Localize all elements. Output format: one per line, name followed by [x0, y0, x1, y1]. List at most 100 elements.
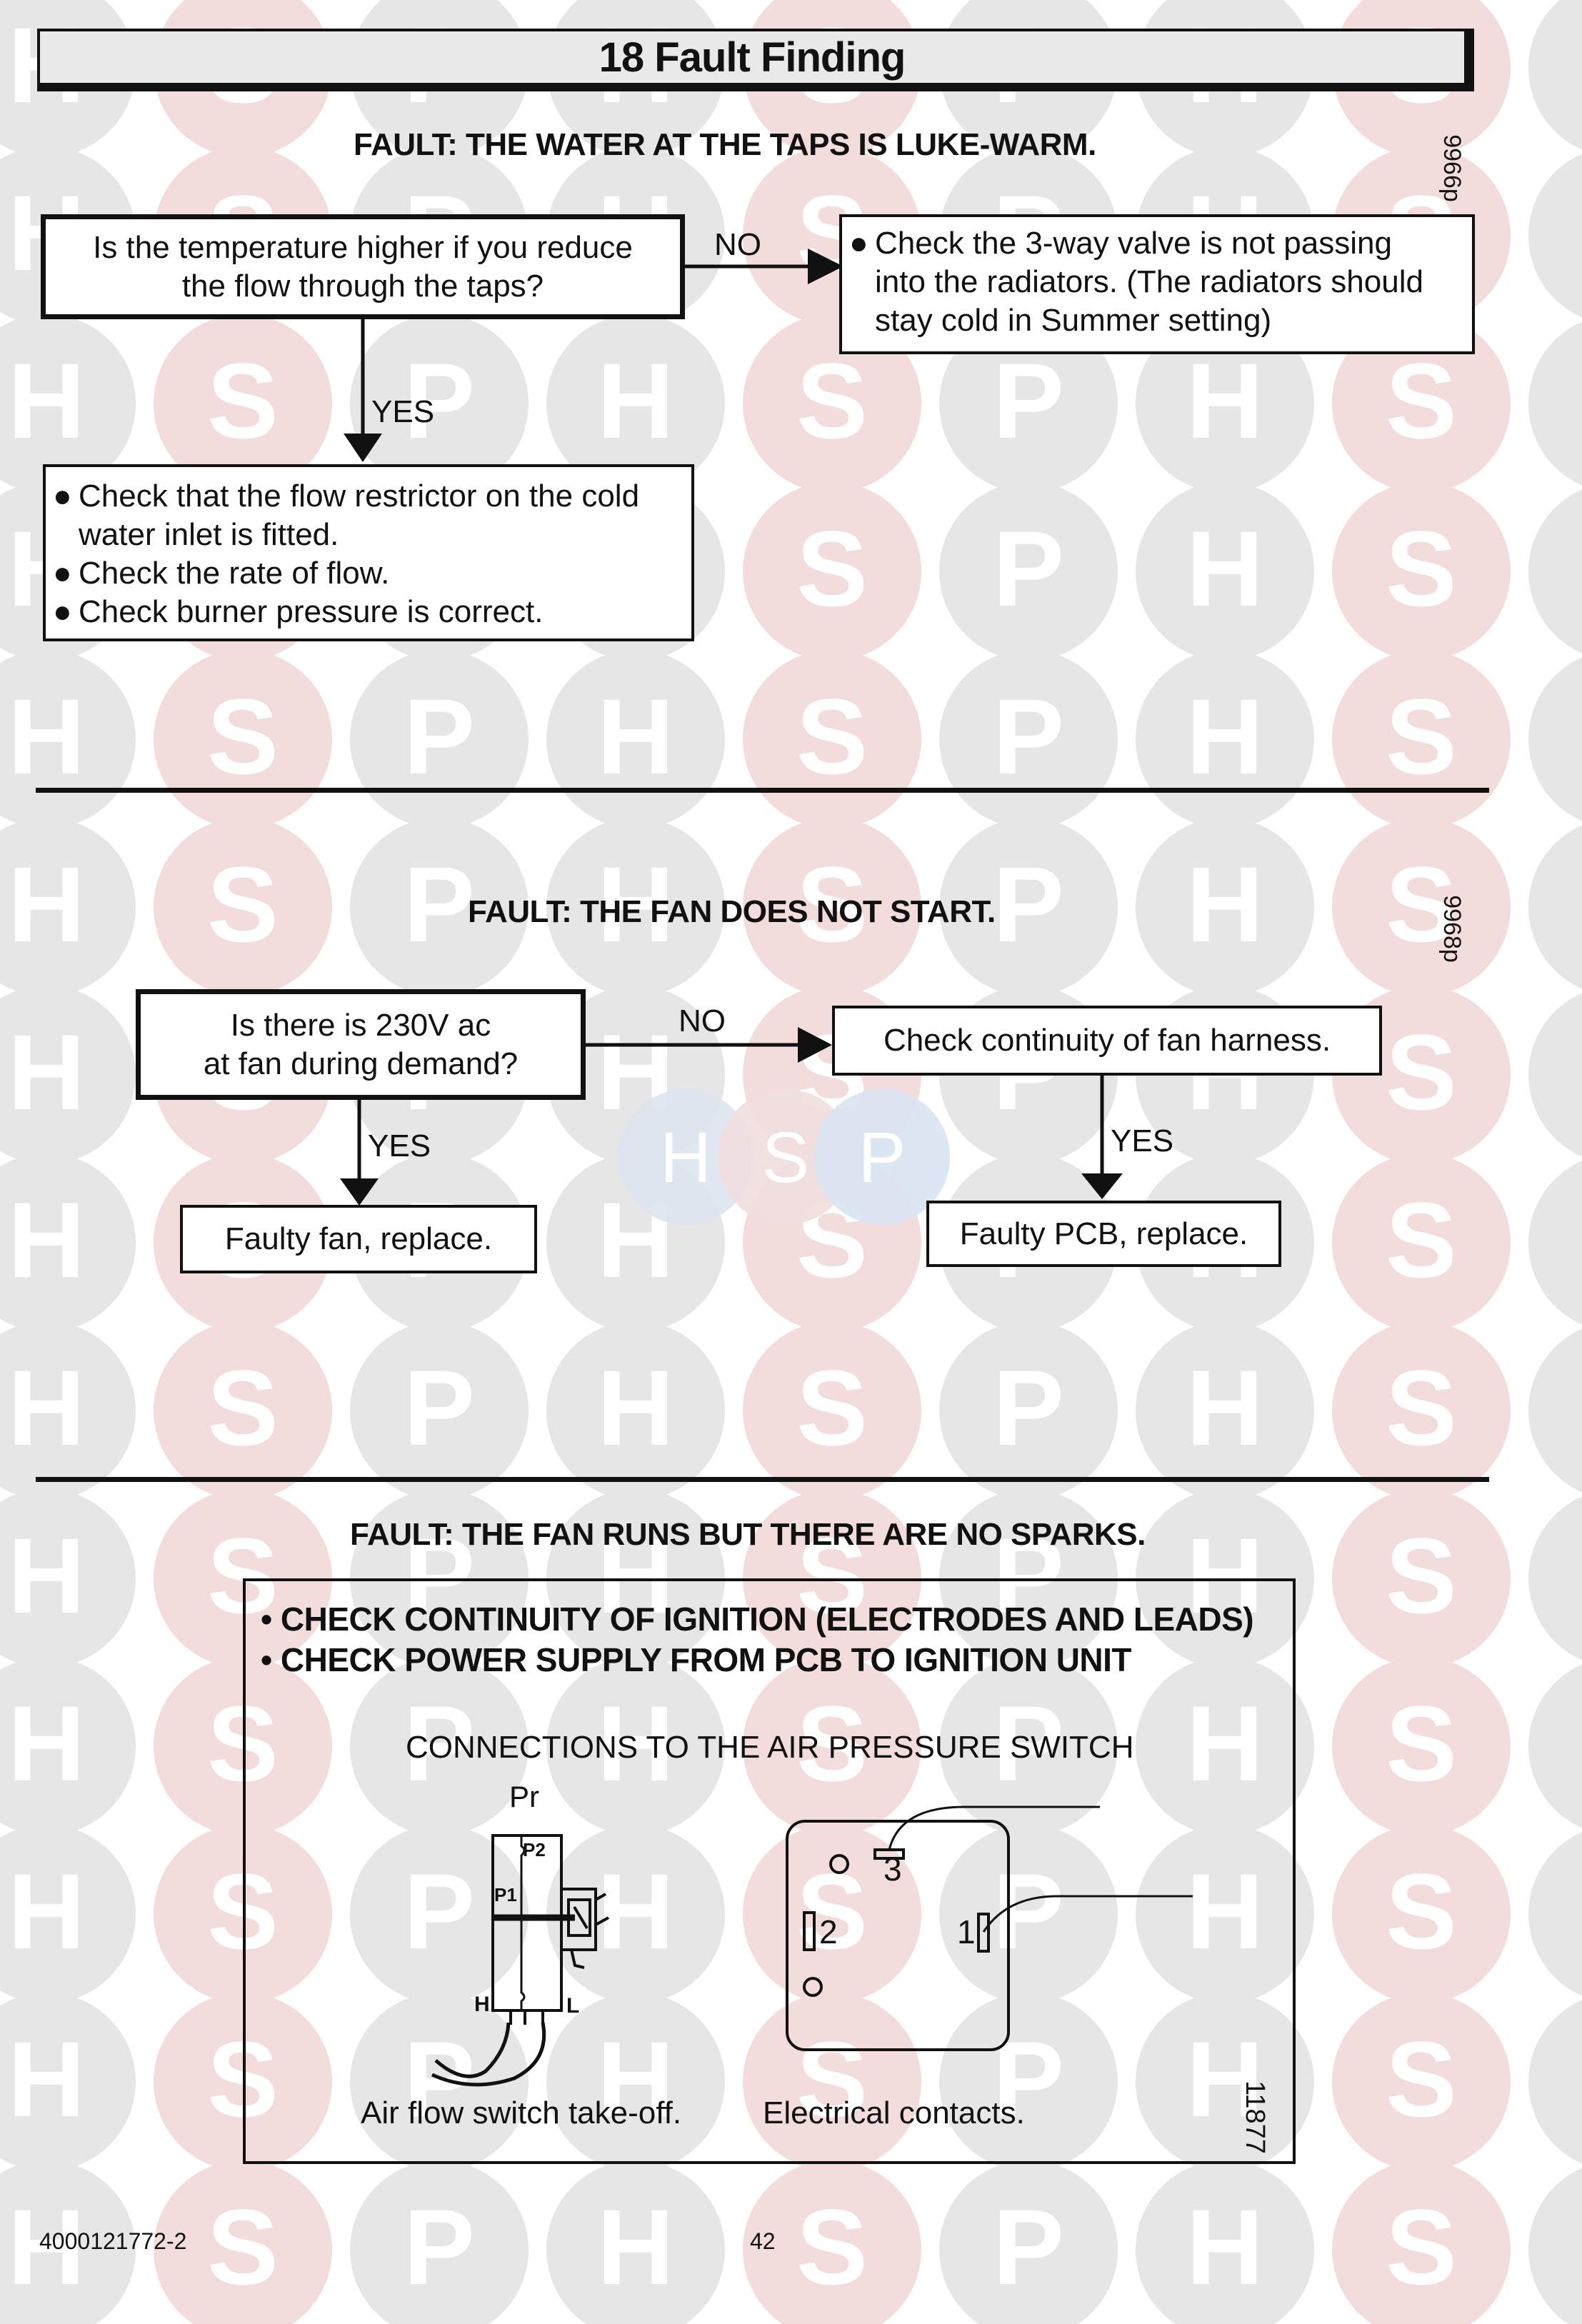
watermark-circle [154, 314, 332, 493]
watermark-letter: S [1386, 2019, 1457, 2139]
watermark-circle [546, 1825, 725, 2003]
watermark-letter: H [597, 2187, 674, 2307]
watermark-letter: S [1386, 676, 1457, 796]
watermark-circle [546, 650, 725, 828]
section1-yes-action1-line1: Check that the flow restrictor on the co… [79, 479, 640, 514]
watermark-circle [1528, 1832, 1582, 1996]
section2-question-line1: Is there is 230V ac [230, 1007, 491, 1043]
watermark-circle [1528, 489, 1582, 653]
watermark-letter: S [1386, 1516, 1457, 1636]
section3-box [243, 1578, 1296, 2164]
watermark-circle [1332, 1825, 1511, 2003]
watermark-circle [1528, 657, 1582, 821]
watermark-letter: S [1386, 1348, 1457, 1468]
watermark-letter: H [8, 341, 85, 461]
watermark-circle [350, 1825, 529, 2003]
watermark-letter: P [993, 2187, 1064, 2307]
watermark-circle [0, 1489, 136, 1668]
bullet: ● [849, 226, 868, 261]
watermark-letter: H [597, 1683, 674, 1803]
watermark-circle [0, 314, 136, 493]
section1-no-label: NO [714, 227, 761, 262]
watermark-letter: H [8, 676, 85, 796]
watermark-circle [1332, 818, 1511, 996]
watermark-circle [1136, 1993, 1314, 2171]
watermark-letter: H [8, 1683, 85, 1803]
watermark-letter: H [597, 844, 674, 964]
label-p2: P2 [523, 1839, 546, 1860]
section1-question-box: Is the temperature higher if you reduce … [41, 214, 685, 319]
section1-question-line1: Is the temperature higher if you reduce [93, 229, 633, 265]
watermark-letter: S [796, 509, 868, 628]
watermark-letter: S [207, 844, 279, 964]
watermark-letter: S [796, 2187, 868, 2307]
caption-air-flow-switch: Air flow switch take-off. [361, 2095, 682, 2130]
watermark-circle [154, 2160, 332, 2324]
watermark-letter: H [1186, 1516, 1263, 1636]
section1-question-line2: the flow through the taps? [181, 268, 544, 304]
watermark-letter: H [1186, 2187, 1263, 2307]
section2-question-line2: at fan during demand? [203, 1046, 519, 1081]
watermark-circle [0, 650, 136, 828]
watermark-circle [1136, 314, 1314, 493]
watermark-circle [939, 314, 1118, 493]
section2-pcb-yes-label: YES [1111, 1123, 1174, 1158]
watermark-letter: H [597, 1851, 674, 1971]
watermark-letter: S [796, 844, 868, 964]
watermark-circle [1528, 2168, 1582, 2324]
section2-heading: FAULT: THE FAN DOES NOT START. [468, 894, 996, 929]
watermark-circle [1528, 1664, 1582, 1828]
watermark-circle [546, 1993, 725, 2171]
watermark-letter: P [404, 1516, 475, 1636]
section1-yes-action1-line2: water inlet is fitted. [79, 517, 339, 552]
section2-pcb-action-box: Faulty PCB, replace. [926, 1201, 1281, 1267]
page-number: 42 [750, 2228, 776, 2254]
watermark-letter: S [796, 676, 868, 796]
watermark-logo-letter: H [660, 1118, 711, 1198]
watermark-circle [1528, 1496, 1582, 1661]
watermark-circle [350, 818, 529, 996]
watermark-circle [939, 1825, 1118, 2003]
caption-electrical-contacts: Electrical contacts. [763, 2095, 1025, 2130]
label-h: H [474, 1993, 490, 2016]
section1-yes-action3: Check burner pressure is correct. [79, 594, 544, 629]
watermark-circle [1332, 1321, 1511, 1500]
watermark-circle [939, 482, 1118, 661]
watermark-circle [1136, 2160, 1314, 2324]
watermark-letter: H [1186, 1348, 1263, 1468]
label-l: L [566, 1994, 580, 2018]
watermark-letter: P [404, 2187, 475, 2307]
watermark-letter: S [207, 676, 279, 796]
watermark-circle [939, 818, 1118, 996]
watermark-circle [1528, 2000, 1582, 2164]
watermark-letter: P [404, 1683, 475, 1803]
watermark-logo-letter: S [762, 1118, 810, 1198]
watermark-circle [154, 650, 332, 828]
watermark-logo-letter: P [858, 1118, 906, 1198]
watermark-letter: H [597, 2019, 674, 2139]
watermark-circle [939, 650, 1118, 828]
watermark-letter: H [1186, 676, 1263, 796]
section3-check1: • CHECK CONTINUITY OF IGNITION (ELECTROD… [261, 1601, 1254, 1638]
watermark-circle [743, 650, 921, 828]
watermark-circle [1528, 993, 1582, 1157]
watermark-letter: P [404, 1348, 475, 1468]
watermark-letter: P [993, 341, 1064, 461]
watermark-circle [1332, 482, 1511, 661]
watermark-circle [0, 986, 136, 1164]
watermark-letter: P [993, 844, 1064, 964]
watermark-circle [939, 1993, 1118, 2171]
watermark-letter: H [8, 844, 85, 964]
watermark-letter: S [796, 1348, 868, 1468]
watermark-circle [1332, 1657, 1511, 1835]
watermark-letter: S [1386, 2187, 1457, 2307]
section1-yes-action2: Check the rate of flow. [79, 556, 390, 591]
section1-yes-label: YES [371, 394, 435, 429]
label-pr: Pr [509, 1780, 539, 1813]
watermark-circle [1528, 321, 1582, 486]
watermark-letter: P [993, 1683, 1064, 1803]
watermark-letter: P [993, 2019, 1064, 2139]
watermark-circle [350, 650, 529, 828]
watermark-letter: P [993, 676, 1064, 796]
watermark-circle [1332, 314, 1511, 493]
